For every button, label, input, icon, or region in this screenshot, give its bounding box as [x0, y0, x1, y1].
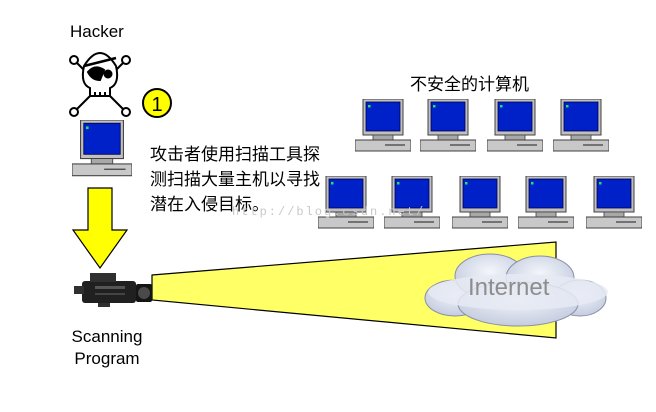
- unsafe-computers-label: 不安全的计算机: [410, 75, 529, 95]
- scanning-program-label: Scanning Program: [71, 327, 143, 368]
- target-computer-icon: [518, 176, 574, 229]
- attack-arrow: [71, 187, 129, 270]
- step-badge: 1: [142, 88, 172, 118]
- target-computer-icon: [318, 176, 374, 229]
- target-computer-icon: [384, 176, 440, 229]
- skull-crossbones-icon: [69, 52, 131, 117]
- target-computer-icon: [452, 176, 508, 229]
- internet-label: Internet: [468, 274, 550, 301]
- target-computer-icon: [487, 99, 543, 152]
- target-computer-icon: [420, 99, 476, 152]
- video-camera-icon: [74, 273, 152, 307]
- target-computer-icon: [355, 99, 411, 152]
- hacker-label: Hacker: [70, 22, 124, 41]
- target-computer-icon: [553, 99, 609, 152]
- watermark: http://blog.csdn.net/: [232, 205, 426, 219]
- target-computer-icon: [586, 176, 642, 229]
- svg-text:1: 1: [151, 94, 162, 116]
- hacker-computer-icon: [72, 120, 132, 177]
- description-text: 攻击者使用扫描工具探测扫描大量主机以寻找潜在入侵目标。: [150, 145, 320, 215]
